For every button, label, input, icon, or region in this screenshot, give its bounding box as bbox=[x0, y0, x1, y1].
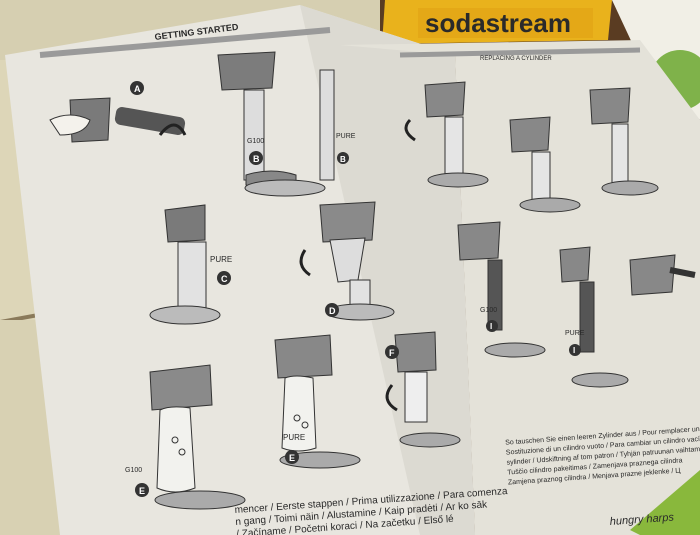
replace-pure-label: PURE bbox=[565, 330, 585, 337]
left-header-bar bbox=[39, 27, 331, 58]
replace-pure-letter: I bbox=[573, 346, 575, 355]
illustration-step-e2: PURE E bbox=[274, 334, 361, 469]
right-page-footer: So tauschen Sie einen leeren Zylinder au… bbox=[505, 423, 700, 487]
illustration-replace-g100: G100 I bbox=[457, 221, 546, 358]
photo-watermark: hungry harps bbox=[609, 512, 674, 528]
step-c-label: PURE bbox=[210, 255, 232, 264]
step-e2-label: PURE bbox=[283, 433, 305, 442]
illustration-replace-1 bbox=[404, 81, 489, 188]
right-header-bar bbox=[399, 47, 641, 58]
illustration-replace-pure: PURE I bbox=[559, 246, 629, 388]
step-a-letter: A bbox=[134, 84, 141, 94]
left-page-gutter-shade bbox=[300, 5, 475, 535]
step-b2-letter: B bbox=[340, 155, 346, 164]
step-e1-letter: E bbox=[139, 486, 145, 496]
box-brand-text: sodastream bbox=[425, 8, 571, 38]
illustration-replace-3 bbox=[589, 87, 659, 196]
illustration-step-f: F bbox=[385, 331, 461, 448]
illustration-step-c: PURE C bbox=[149, 204, 232, 325]
step-b1-label: G100 bbox=[247, 138, 264, 145]
illustration-step-d: D bbox=[299, 201, 395, 321]
step-e1-label: G100 bbox=[125, 467, 142, 474]
illustration-step-a: A bbox=[49, 81, 187, 143]
replace-g100-label: G100 bbox=[480, 307, 497, 314]
step-d-letter: D bbox=[329, 306, 336, 316]
step-e2-letter: E bbox=[289, 453, 295, 463]
right-page-header: REPLACING A CYLINDER bbox=[480, 56, 552, 62]
step-b1-letter: B bbox=[253, 154, 260, 164]
right-page bbox=[340, 40, 700, 535]
step-f-letter: F bbox=[389, 348, 395, 358]
illustration-step-b: G100 B PURE B bbox=[217, 51, 356, 197]
sodastream-box: sodastream bbox=[382, 0, 612, 44]
step-b2-label: PURE bbox=[336, 133, 356, 140]
replace-g100-letter: I bbox=[490, 322, 492, 331]
illustration-replace-4 bbox=[629, 254, 696, 296]
step-c-letter: C bbox=[221, 274, 228, 284]
illustration-replace-2 bbox=[509, 116, 581, 213]
illustration-step-e1: G100 E bbox=[125, 364, 246, 510]
green-card-edge bbox=[630, 470, 700, 535]
